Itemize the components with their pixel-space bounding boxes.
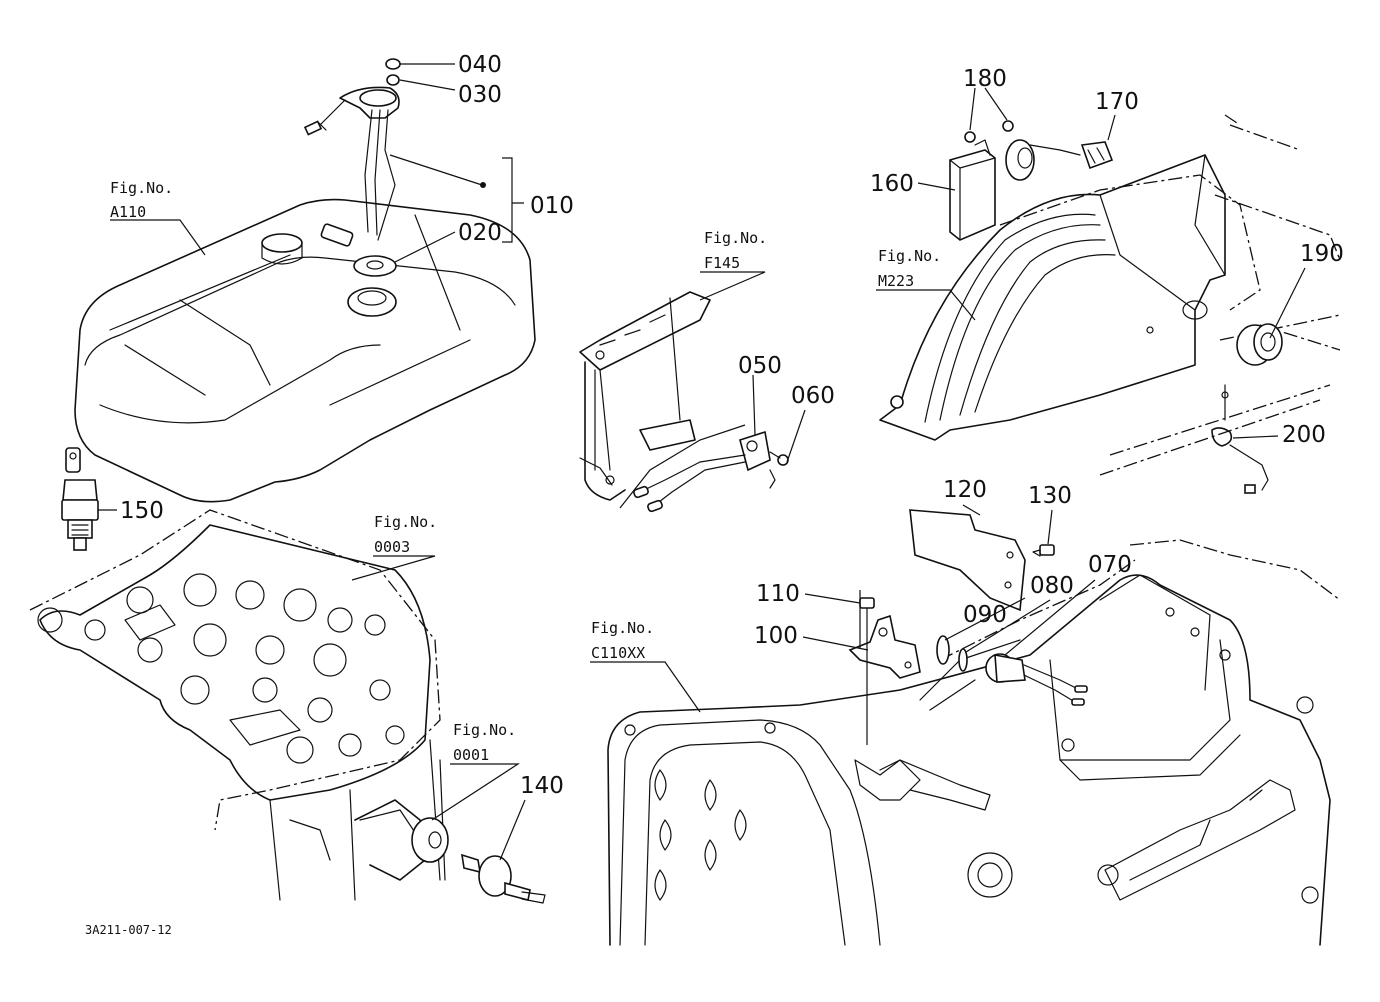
figure-ref-leaders: [110, 219, 976, 821]
fig-ref-f145-caption: Fig.No.: [704, 229, 767, 247]
part-label-110[interactable]: 110: [756, 581, 800, 607]
fig-ref-0003-caption: Fig.No.: [374, 513, 437, 531]
part-label-200[interactable]: 200: [1282, 422, 1326, 448]
part-label-180[interactable]: 180: [963, 66, 1007, 92]
fig-ref-0001-number[interactable]: 0001: [453, 746, 489, 764]
relay-160-drawing: [949, 120, 1014, 241]
part-label-120[interactable]: 120: [943, 477, 987, 503]
bracket-f145-drawing: [579, 291, 711, 501]
clamp-200-drawing: [1211, 384, 1269, 494]
part-label-140[interactable]: 140: [520, 773, 564, 799]
fuel-tank-drawing: [74, 198, 536, 503]
part-label-170[interactable]: 170: [1095, 89, 1139, 115]
part-label-010[interactable]: 010: [530, 193, 574, 219]
leader-lines: [98, 63, 1306, 861]
part-label-130[interactable]: 130: [1028, 483, 1072, 509]
fig-ref-m223-caption: Fig.No.: [878, 247, 941, 265]
fuel-sender-drawing: [303, 58, 401, 277]
figure-references: Fig.No. A110 Fig.No. F145 Fig.No. M223 F…: [110, 179, 941, 764]
switch-070-drawing: [936, 635, 1088, 706]
temp-sensor-150-drawing: [61, 447, 99, 551]
part-label-100[interactable]: 100: [754, 623, 798, 649]
diagram-code: 3A211-007-12: [85, 923, 172, 937]
part-label-070[interactable]: 070: [1088, 552, 1132, 578]
cylinder-head-drawing: [29, 509, 446, 901]
fig-ref-f145-number[interactable]: F145: [704, 254, 740, 272]
part-label-020[interactable]: 020: [458, 220, 502, 246]
part-label-060[interactable]: 060: [791, 383, 835, 409]
fig-ref-a110-number[interactable]: A110: [110, 203, 146, 221]
horn-170-drawing: [1005, 139, 1114, 181]
switch-050-drawing: [633, 430, 789, 513]
part-label-090[interactable]: 090: [963, 602, 1007, 628]
part-labels: 040 030 010 020 150 140 050 060 180 170 …: [120, 52, 1344, 799]
bracket-100-drawing: [848, 597, 921, 745]
grommet-190-drawing: [1236, 323, 1283, 366]
fig-ref-c110xx-number[interactable]: C110XX: [591, 644, 645, 662]
part-label-030[interactable]: 030: [458, 82, 502, 108]
fender-m223-drawing: [879, 114, 1341, 476]
fig-ref-a110-caption: Fig.No.: [110, 179, 173, 197]
cover-120-drawing: [909, 509, 1055, 612]
part-label-150[interactable]: 150: [120, 498, 164, 524]
fig-ref-c110xx-caption: Fig.No.: [591, 619, 654, 637]
part-label-050[interactable]: 050: [738, 353, 782, 379]
part-label-040[interactable]: 040: [458, 52, 502, 78]
fig-ref-0001-caption: Fig.No.: [453, 721, 516, 739]
part-label-190[interactable]: 190: [1300, 241, 1344, 267]
fig-ref-m223-number[interactable]: M223: [878, 272, 914, 290]
fig-ref-0003-number[interactable]: 0003: [374, 538, 410, 556]
part-label-160[interactable]: 160: [870, 171, 914, 197]
transmission-case-drawing: [607, 539, 1341, 946]
oil-switch-140-drawing: [354, 799, 546, 904]
part-label-080[interactable]: 080: [1030, 573, 1074, 599]
